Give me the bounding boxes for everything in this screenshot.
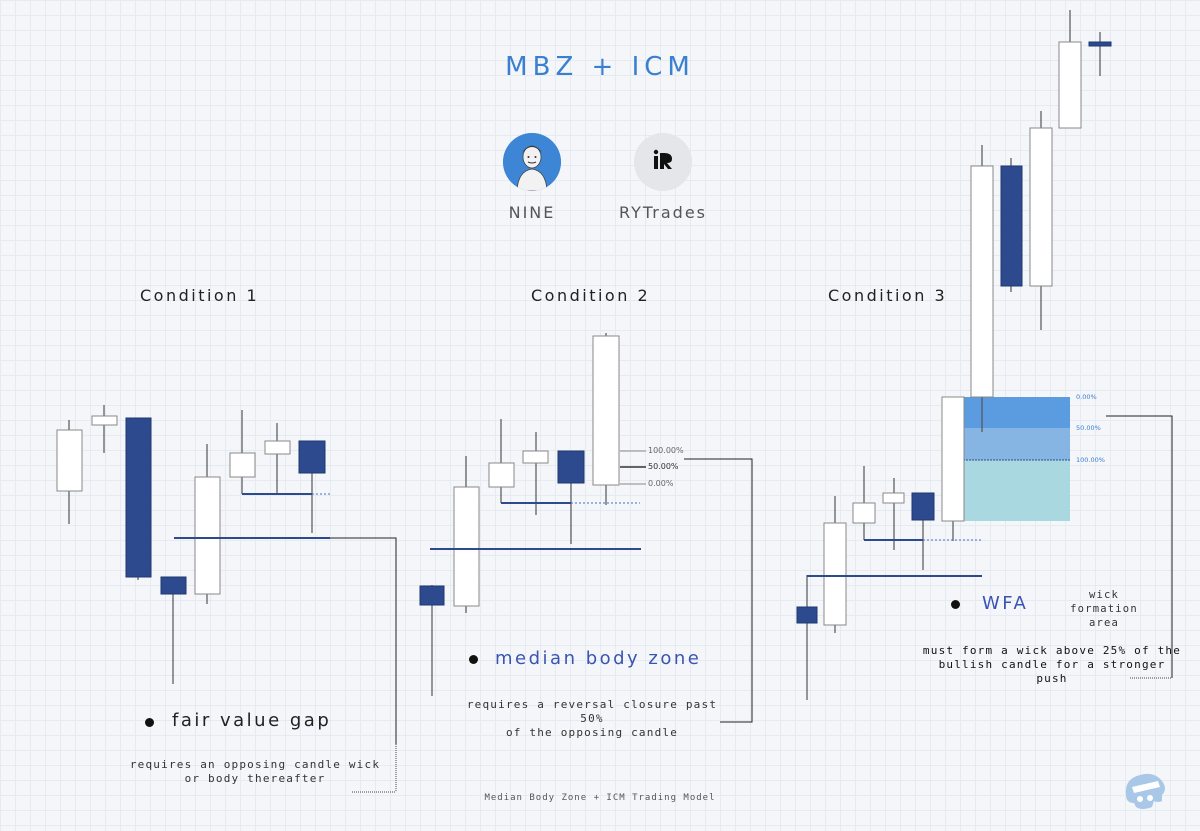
- candle: [941, 396, 965, 522]
- candle: [1088, 41, 1112, 47]
- condition-3-candles: [796, 10, 1173, 700]
- level-label: 0.00%: [1076, 393, 1097, 401]
- level-label: 50.00%: [648, 462, 679, 471]
- wfa-expansion: wick formation area: [1064, 588, 1144, 630]
- candle: [56, 429, 83, 492]
- candle: [522, 450, 549, 464]
- candle: [823, 522, 847, 626]
- description-line: requires an opposing candle wick: [129, 758, 381, 771]
- candle: [194, 476, 221, 595]
- candle: [796, 606, 818, 624]
- wfa-word: wick: [1088, 589, 1120, 601]
- level-label: 100.00%: [648, 446, 684, 455]
- condition-1-title: Condition 1: [140, 286, 260, 305]
- condition-3-term: WFA: [982, 593, 1029, 614]
- author-name-rytrades: RYTrades: [618, 203, 707, 222]
- candle: [970, 165, 994, 398]
- candle: [125, 417, 152, 578]
- candle: [160, 576, 187, 595]
- bullet-dot: [469, 655, 478, 664]
- candle: [453, 486, 480, 607]
- level-label: 50.00%: [1076, 424, 1101, 432]
- brain-logo-icon: [1118, 765, 1170, 817]
- level-label: 100.00%: [1076, 456, 1105, 464]
- description-line: bullish candle for a stronger push: [938, 658, 1166, 685]
- description-line: must form a wick above 25% of the: [922, 644, 1182, 657]
- author-name-nine: NINE: [508, 203, 556, 222]
- wfa-zone-top: [963, 397, 1070, 428]
- candle: [419, 585, 445, 606]
- wfa-word: area: [1088, 617, 1120, 629]
- candle: [298, 440, 326, 474]
- footer-caption: Median Body Zone + ICM Trading Model: [484, 793, 716, 803]
- condition-2-term: median body zone: [495, 648, 702, 669]
- page-title: MBZ + ICM: [505, 52, 695, 82]
- condition-1-candles: [56, 405, 397, 793]
- wfa-zone-mid: [963, 428, 1070, 460]
- candle: [488, 462, 515, 488]
- wfa-zone-bottom: [963, 460, 1070, 521]
- ry-logo-icon: [634, 133, 692, 191]
- condition-1-description: requires an opposing candle wick or body…: [120, 758, 390, 786]
- candle: [911, 492, 935, 521]
- candle: [557, 450, 585, 484]
- condition-2-candles: [419, 333, 753, 723]
- candle: [1000, 165, 1023, 287]
- candle: [1058, 41, 1082, 129]
- bullet-dot: [951, 600, 960, 609]
- description-line: or body thereafter: [184, 772, 326, 785]
- description-line: requires a reversal closure past 50%: [466, 698, 718, 725]
- level-label: 0.00%: [648, 479, 674, 488]
- condition-2-title: Condition 2: [531, 286, 651, 305]
- condition-3-description: must form a wick above 25% of the bullis…: [922, 644, 1182, 686]
- bullet-dot: [145, 718, 154, 727]
- candle: [592, 335, 620, 486]
- condition-1-term: fair value gap: [172, 710, 332, 731]
- condition-2-description: requires a reversal closure past 50% of …: [452, 698, 732, 740]
- candle: [229, 452, 256, 478]
- candle: [1029, 127, 1053, 287]
- candle: [882, 492, 905, 504]
- condition-3-title: Condition 3: [828, 286, 948, 305]
- candle: [852, 502, 876, 524]
- portrait-avatar-icon: [503, 133, 561, 191]
- candle: [264, 440, 291, 455]
- candle: [91, 415, 118, 426]
- wfa-word: formation: [1070, 603, 1138, 615]
- description-line: of the opposing candle: [505, 726, 679, 739]
